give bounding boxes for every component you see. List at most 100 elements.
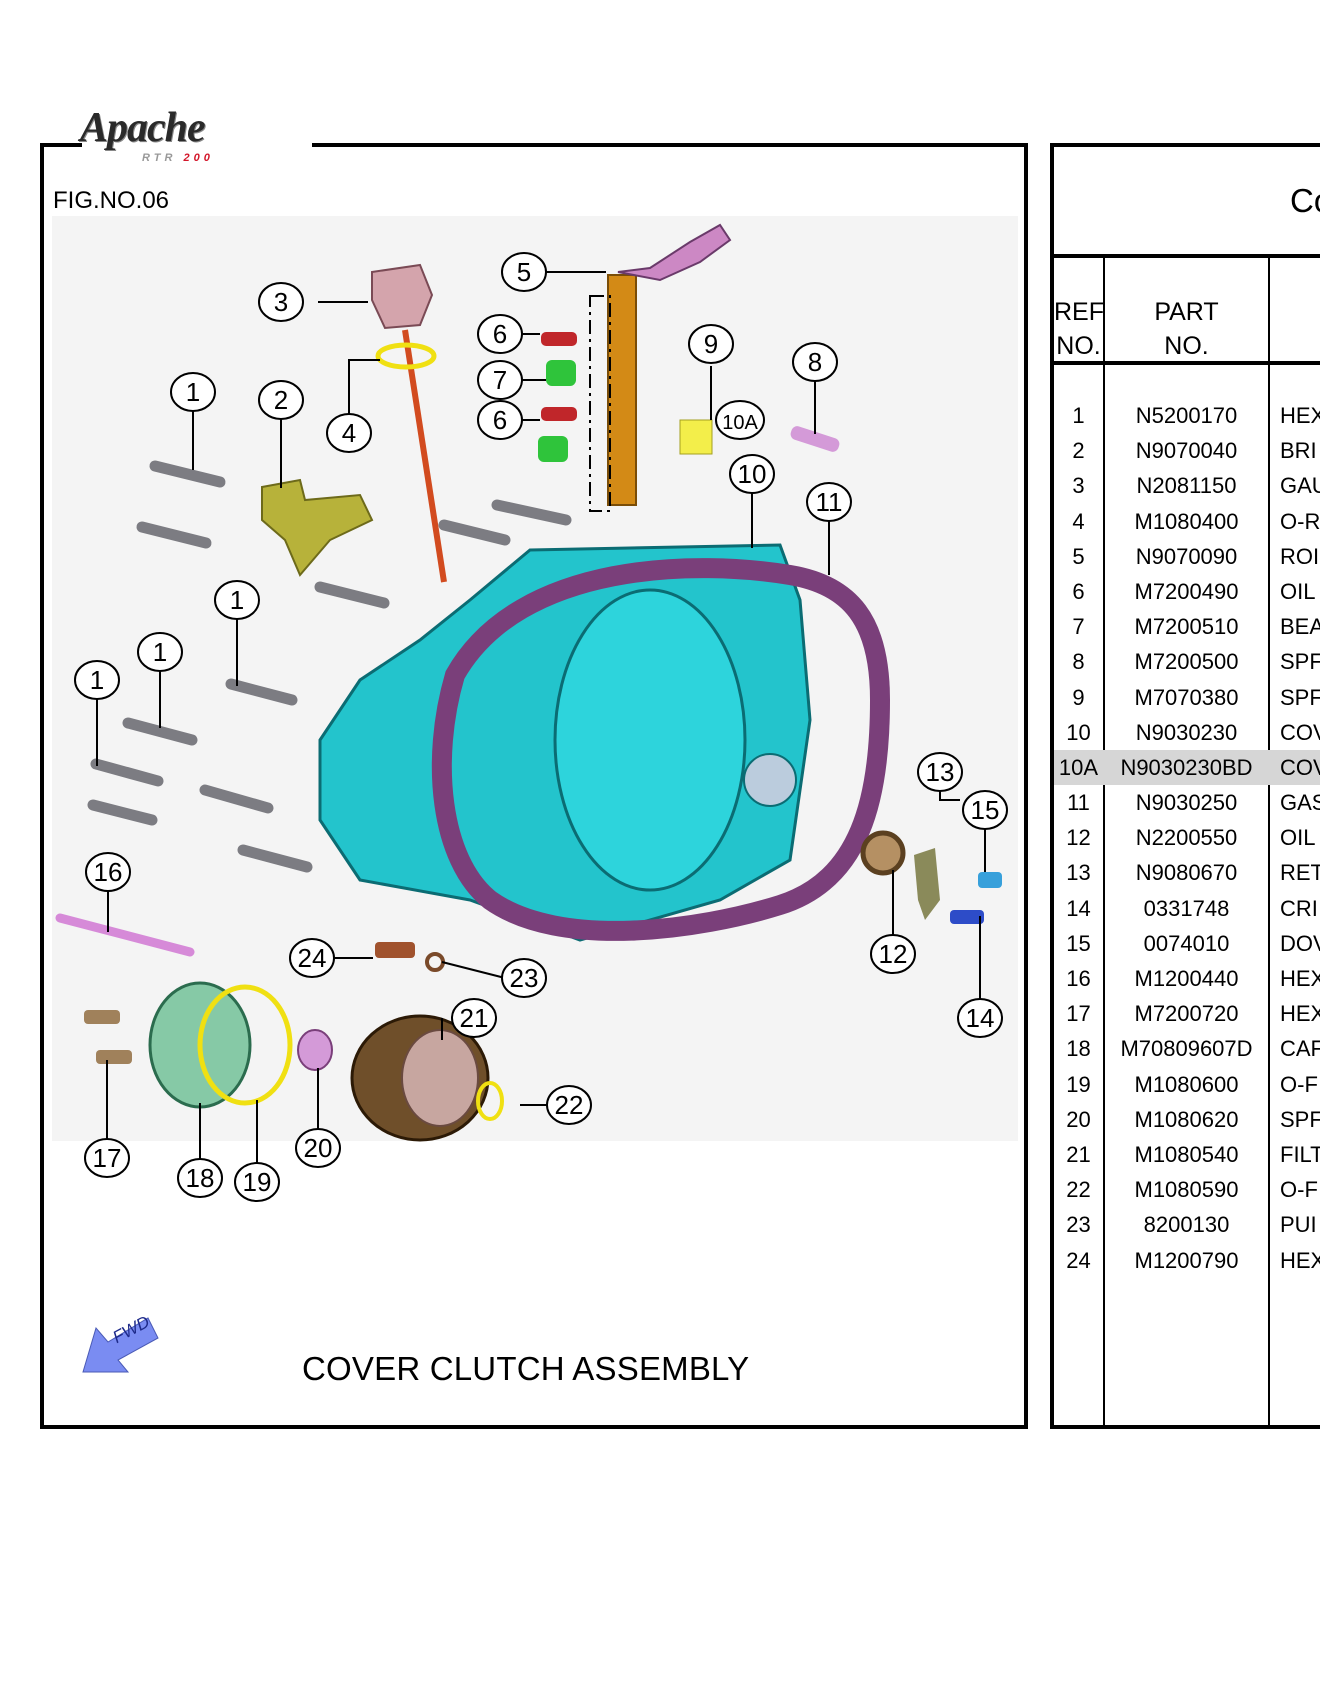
part-number-cell: N9070040 <box>1135 438 1238 464</box>
part-number-cell: M7200720 <box>1134 1001 1239 1027</box>
description-cell: HEX <box>1280 403 1320 428</box>
ref-cell: 11 <box>1067 790 1090 816</box>
description-cell: GAU <box>1280 473 1320 499</box>
part-number-cell: M70809607D <box>1120 1036 1253 1062</box>
callout-8: 8 <box>792 342 838 382</box>
ref-cell: 21 <box>1066 1141 1091 1167</box>
logo-wordmark: Apache <box>80 105 206 151</box>
ref-cell: 7 <box>1072 614 1085 640</box>
description-cell: ROI <box>1280 543 1320 569</box>
part-number-cell: M1080600 <box>1134 1071 1239 1097</box>
description-cell: FILT <box>1280 1141 1320 1167</box>
part-number-cell: M1200440 <box>1134 966 1239 991</box>
ref-cell: 13 <box>1066 860 1091 886</box>
table-row: 10AN9030230BDCOV <box>1054 749 1320 786</box>
ref-cell: 3 <box>1072 473 1085 499</box>
apache-logo: Apache RTR 200 <box>80 104 320 174</box>
description-cell: HEX <box>1280 1001 1320 1027</box>
description-cell: OIL <box>1280 578 1316 604</box>
callout-21: 21 <box>451 998 497 1038</box>
callout-label: 17 <box>93 1143 122 1173</box>
callout-15: 15 <box>962 790 1008 830</box>
forward-arrow: FWD <box>80 1306 160 1376</box>
callout-label: 1 <box>230 585 244 615</box>
callout-label: 13 <box>926 757 955 787</box>
callout-label: 2 <box>274 385 288 415</box>
callout-14: 14 <box>957 998 1003 1038</box>
callout-3: 3 <box>258 282 304 322</box>
callout-11: 11 <box>806 482 852 522</box>
column-divider-ref <box>1103 258 1105 1425</box>
ref-cell: 15 <box>1066 930 1091 956</box>
bracket-part <box>261 478 374 577</box>
ref-cell: 19 <box>1066 1071 1091 1097</box>
callout-label: 1 <box>153 637 167 667</box>
table-row: 14 0331748 CRI <box>1054 891 1320 926</box>
callout-5: 5 <box>501 252 547 292</box>
part-number-cell: N5200170 <box>1135 403 1238 428</box>
callout-16: 16 <box>85 852 131 892</box>
callout-label: 16 <box>94 857 123 887</box>
ref-cell: 5 <box>1072 543 1085 569</box>
callout-label: 10 <box>738 459 767 489</box>
ref-cell: 6 <box>1072 578 1085 604</box>
part-number-cell: 0074010 <box>1143 930 1230 956</box>
callout-6: 6 <box>477 314 523 354</box>
callout-label: 12 <box>879 939 908 969</box>
part-number-cell: M7200500 <box>1134 649 1239 675</box>
ref-cell: 10A <box>1058 754 1099 780</box>
description-cell: RET <box>1280 860 1320 886</box>
description-cell: COV <box>1280 719 1320 745</box>
description-cell: O-R <box>1280 508 1320 534</box>
part-number-cell: M1080590 <box>1134 1177 1239 1203</box>
table-row: 5 N9070090 ROI <box>1054 539 1320 574</box>
description-cell: SPF <box>1280 649 1320 675</box>
ref-cell: 10 <box>1066 719 1091 745</box>
callout-label: 7 <box>493 365 507 395</box>
gasket-part <box>431 558 891 941</box>
figure-number: FIG.NO.06 <box>53 187 170 214</box>
part-number-cell: 8200130 <box>1143 1212 1230 1238</box>
ref-cell: 22 <box>1066 1177 1091 1203</box>
callout-10: 10 <box>729 454 775 494</box>
callout-label: 6 <box>493 319 507 349</box>
ref-cell: 14 <box>1066 895 1091 921</box>
table-header-divider <box>1050 361 1320 365</box>
callout-6: 6 <box>477 400 523 440</box>
parts-table-frame <box>1050 143 1320 1429</box>
callout-13: 13 <box>917 752 963 792</box>
callout-label: 11 <box>816 487 843 517</box>
part-number-cell: M7200490 <box>1134 578 1239 604</box>
callout-label: 1 <box>186 377 200 407</box>
part-number-cell: N9070090 <box>1135 543 1238 569</box>
callout-1: 1 <box>214 580 260 620</box>
callout-12: 12 <box>870 934 916 974</box>
part-number-cell: M1080540 <box>1134 1141 1239 1167</box>
callout-label: 9 <box>704 329 718 359</box>
callout-label: 21 <box>460 1003 489 1033</box>
callout-17: 17 <box>84 1138 130 1178</box>
part-number-cell: M7070380 <box>1134 684 1239 710</box>
ref-cell: 4 <box>1072 508 1085 534</box>
description-cell: CRI <box>1280 895 1318 921</box>
callout-label: 14 <box>966 1003 995 1033</box>
figure-frame-top-right <box>312 143 1028 147</box>
description-cell: GAS <box>1280 790 1320 816</box>
part-number-cell: 0331748 <box>1143 895 1230 921</box>
description-cell: SPF <box>1280 684 1320 710</box>
table-row: 6 M7200490 OIL <box>1054 574 1320 609</box>
description-cell: HEX <box>1280 1247 1320 1273</box>
part-number-cell: M7200510 <box>1134 614 1239 640</box>
